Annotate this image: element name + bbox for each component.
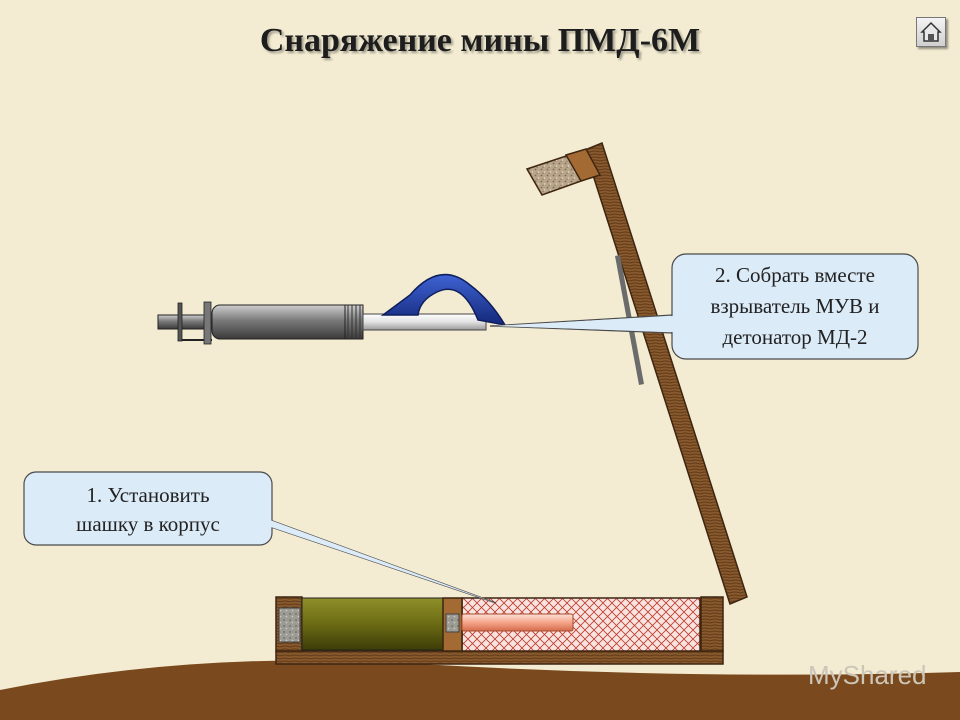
mine-body	[275, 596, 724, 665]
callout-step-2-line-1: 2. Собрать вместе	[715, 263, 875, 287]
home-icon	[920, 21, 942, 42]
callout-step-1-line-1: 1. Установить	[86, 483, 209, 507]
fuse-assembly	[157, 301, 487, 345]
callout-step-1-line-2: шашку в корпус	[76, 512, 220, 536]
home-button[interactable]	[916, 17, 946, 47]
ground	[0, 660, 960, 720]
callout-step-1: 1. Установить шашку в корпус	[23, 471, 497, 604]
callout-step-2-line-3: детонатор МД-2	[722, 325, 867, 349]
callout-step-2: 2. Собрать вместе взрыватель МУВ и детон…	[489, 253, 919, 360]
mine-lid	[525, 141, 748, 606]
callout-step-2-line-2: взрыватель МУВ и	[710, 294, 879, 318]
watermark: MyShared	[808, 660, 927, 690]
page-title: Снаряжение мины ПМД-6М	[259, 22, 701, 59]
